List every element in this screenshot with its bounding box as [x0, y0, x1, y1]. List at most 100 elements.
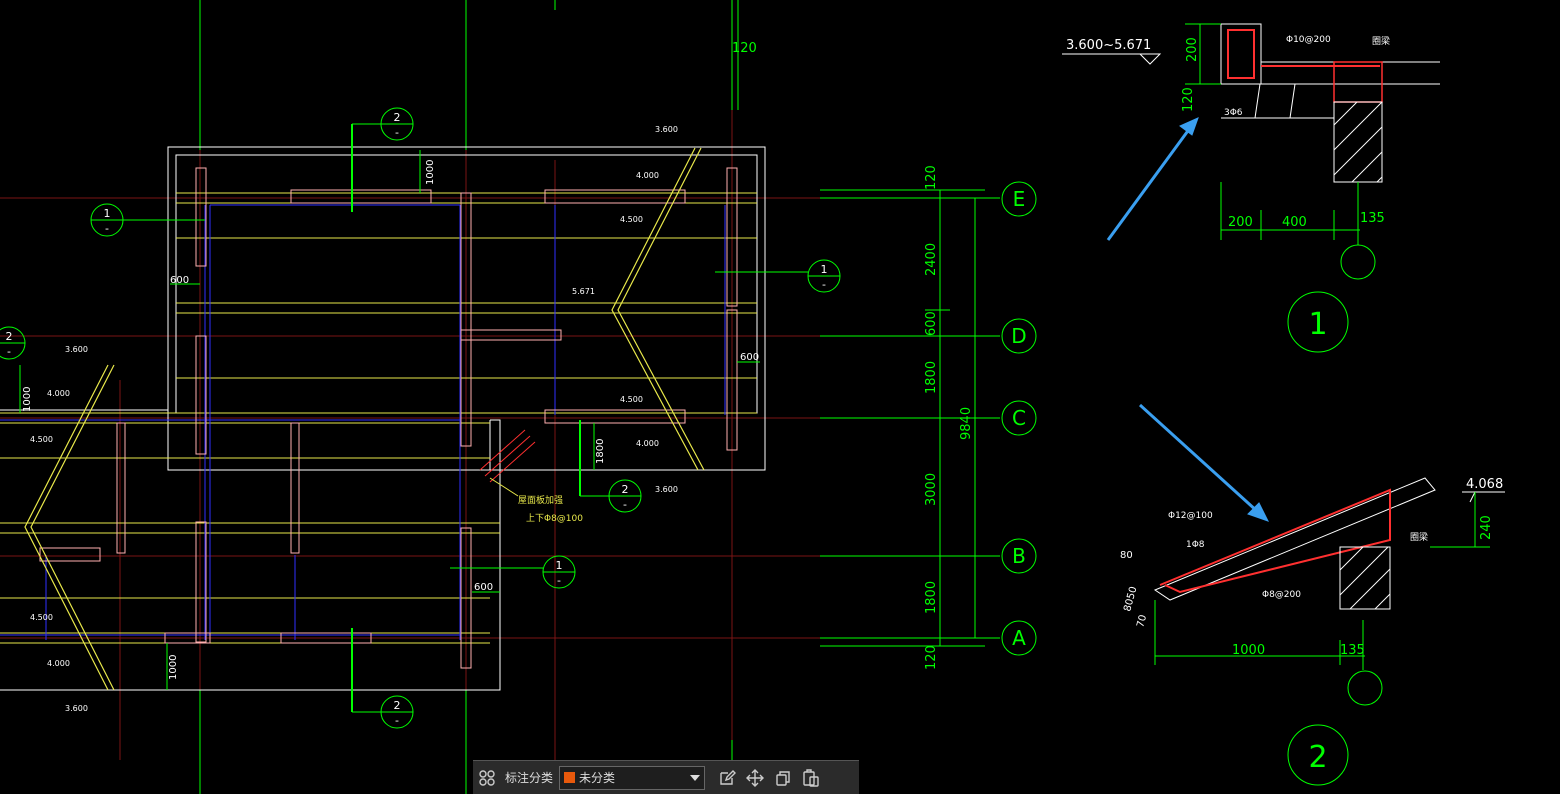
detail-2: 4.068 Φ12@100 1Φ8 Φ8@200 圈梁 240 80 8050 …	[1120, 477, 1505, 786]
roof-slope-lines	[24, 147, 705, 691]
note-line-1: 屋面板加强	[518, 494, 563, 506]
section-marker[interactable]: 2-	[0, 326, 26, 360]
category-select-value: 未分类	[579, 771, 616, 785]
section-marker[interactable]: 1-	[450, 555, 576, 589]
detail-1: 3.600~5.671 Φ10@200 圈梁 3Φ6 200 120 200 4…	[1062, 23, 1440, 353]
detail2-dim240: 240	[1479, 515, 1494, 540]
section-markers: 2- 1- 1- 2- 2- 1- 2-	[0, 107, 841, 729]
detail2-dim-b1: 135	[1340, 643, 1365, 658]
svg-text:1: 1	[821, 263, 828, 276]
svg-text:4.000: 4.000	[47, 389, 70, 398]
detail1-rebar1: Φ10@200	[1286, 35, 1331, 45]
svg-text:E: E	[1013, 187, 1026, 211]
grid-bubble-B[interactable]: B	[1001, 538, 1037, 574]
section-marker[interactable]: 1-	[715, 259, 841, 293]
svg-text:B: B	[1012, 544, 1026, 568]
svg-text:4.500: 4.500	[30, 435, 53, 444]
copy-icon[interactable]	[769, 764, 797, 792]
svg-text:4.000: 4.000	[47, 659, 70, 668]
move-icon[interactable]	[741, 764, 769, 792]
svg-text:-: -	[105, 222, 109, 235]
detail2-label: 2	[1308, 740, 1327, 775]
detail1-dim200: 200	[1185, 37, 1200, 62]
svg-text:3.600: 3.600	[65, 704, 88, 713]
svg-text:600: 600	[170, 275, 189, 286]
beams	[0, 192, 757, 644]
svg-text:4.000: 4.000	[636, 439, 659, 448]
right-dim-texts: 120 2400 600 1800 3000 1800 120 9840	[924, 165, 974, 670]
svg-text:2: 2	[394, 111, 401, 124]
detail1-dim-b0: 200	[1228, 215, 1253, 230]
svg-text:-: -	[623, 498, 627, 511]
detail2-dim70: 70	[1135, 614, 1149, 629]
grid-bubble-A[interactable]: A	[1001, 620, 1037, 656]
dim-right-4: 3000	[924, 473, 939, 506]
note-line-2: 上下Φ8@100	[526, 513, 583, 524]
svg-text:1000: 1000	[168, 655, 179, 680]
detail2-rebar3: Φ8@200	[1262, 590, 1301, 600]
svg-text:600: 600	[474, 582, 493, 593]
dim-total: 9840	[959, 407, 974, 440]
section-marker[interactable]: 2-	[351, 628, 414, 729]
section-marker[interactable]: 2-	[351, 107, 414, 212]
detail1-dim-b1: 400	[1282, 215, 1307, 230]
detail2-dim80: 80	[1120, 550, 1133, 561]
dim-right-3: 1800	[924, 361, 939, 394]
svg-text:4.500: 4.500	[620, 395, 643, 404]
detail2-rebar1: Φ12@100	[1168, 511, 1213, 521]
annotation-category-label: 标注分类	[505, 771, 554, 785]
detail1-dim-b2: 135	[1360, 211, 1385, 226]
slab-edges	[0, 204, 726, 640]
annotation-category-select[interactable]: 未分类	[559, 765, 706, 790]
paste-icon[interactable]	[797, 764, 825, 792]
dim-right-1: 2400	[924, 243, 939, 276]
detail1-rebar2: 3Φ6	[1224, 108, 1243, 118]
category-color-swatch	[564, 772, 576, 783]
svg-text:-: -	[7, 345, 11, 358]
grid-bubbles: E D C B A	[1001, 181, 1037, 656]
section-marker[interactable]: 2-	[579, 420, 642, 513]
svg-text:3.600: 3.600	[65, 345, 88, 354]
edit-icon[interactable]	[713, 764, 741, 792]
detail1-dim120: 120	[1181, 87, 1196, 112]
svg-text:1: 1	[104, 207, 111, 220]
svg-text:3.600: 3.600	[655, 125, 678, 134]
annotation-toolbar: 标注分类 未分类	[473, 760, 859, 794]
dim-right-5: 1800	[924, 581, 939, 614]
columns	[39, 167, 738, 669]
dim-right-2: 600	[924, 311, 939, 336]
svg-text:2: 2	[622, 483, 629, 496]
grid-bubble-C[interactable]: C	[1001, 400, 1037, 436]
hatch-mark	[479, 429, 536, 483]
svg-text:-: -	[395, 714, 399, 727]
plan-dim-top: 120	[732, 41, 757, 56]
elevations: 3.600 4.000 4.500 5.671 4.500 4.000 3.60…	[30, 125, 678, 713]
right-dimension-chain	[820, 189, 1000, 647]
svg-text:A: A	[1012, 626, 1026, 650]
chevron-down-icon	[690, 774, 701, 781]
grid-apps-icon[interactable]	[473, 764, 501, 792]
inner-dim-lines	[19, 150, 760, 690]
svg-text:1: 1	[556, 559, 563, 572]
svg-text:-: -	[395, 126, 399, 139]
detail2-beam: 圈梁	[1410, 531, 1428, 543]
svg-text:4.000: 4.000	[636, 171, 659, 180]
section-marker[interactable]: 1-	[90, 203, 205, 237]
svg-text:4.500: 4.500	[620, 215, 643, 224]
note-leader	[489, 477, 519, 497]
svg-text:1000: 1000	[425, 160, 436, 185]
dim-right-0: 120	[924, 165, 939, 190]
grid-bubble-D[interactable]: D	[1001, 318, 1037, 354]
svg-text:600: 600	[740, 352, 759, 363]
detail2-dim-b0: 1000	[1232, 643, 1265, 658]
inner-dims: 1000 600 600 1000 1800 600 1000	[22, 160, 759, 680]
svg-text:D: D	[1011, 324, 1026, 348]
detail2-elev: 4.068	[1466, 477, 1503, 492]
svg-text:3.600: 3.600	[655, 485, 678, 494]
grid-bubble-E[interactable]: E	[1001, 181, 1037, 217]
annotation-arrows	[1106, 117, 1269, 522]
svg-text:C: C	[1012, 406, 1026, 430]
svg-text:5.671: 5.671	[572, 287, 595, 296]
detail1-beam: 圈梁	[1372, 35, 1390, 47]
